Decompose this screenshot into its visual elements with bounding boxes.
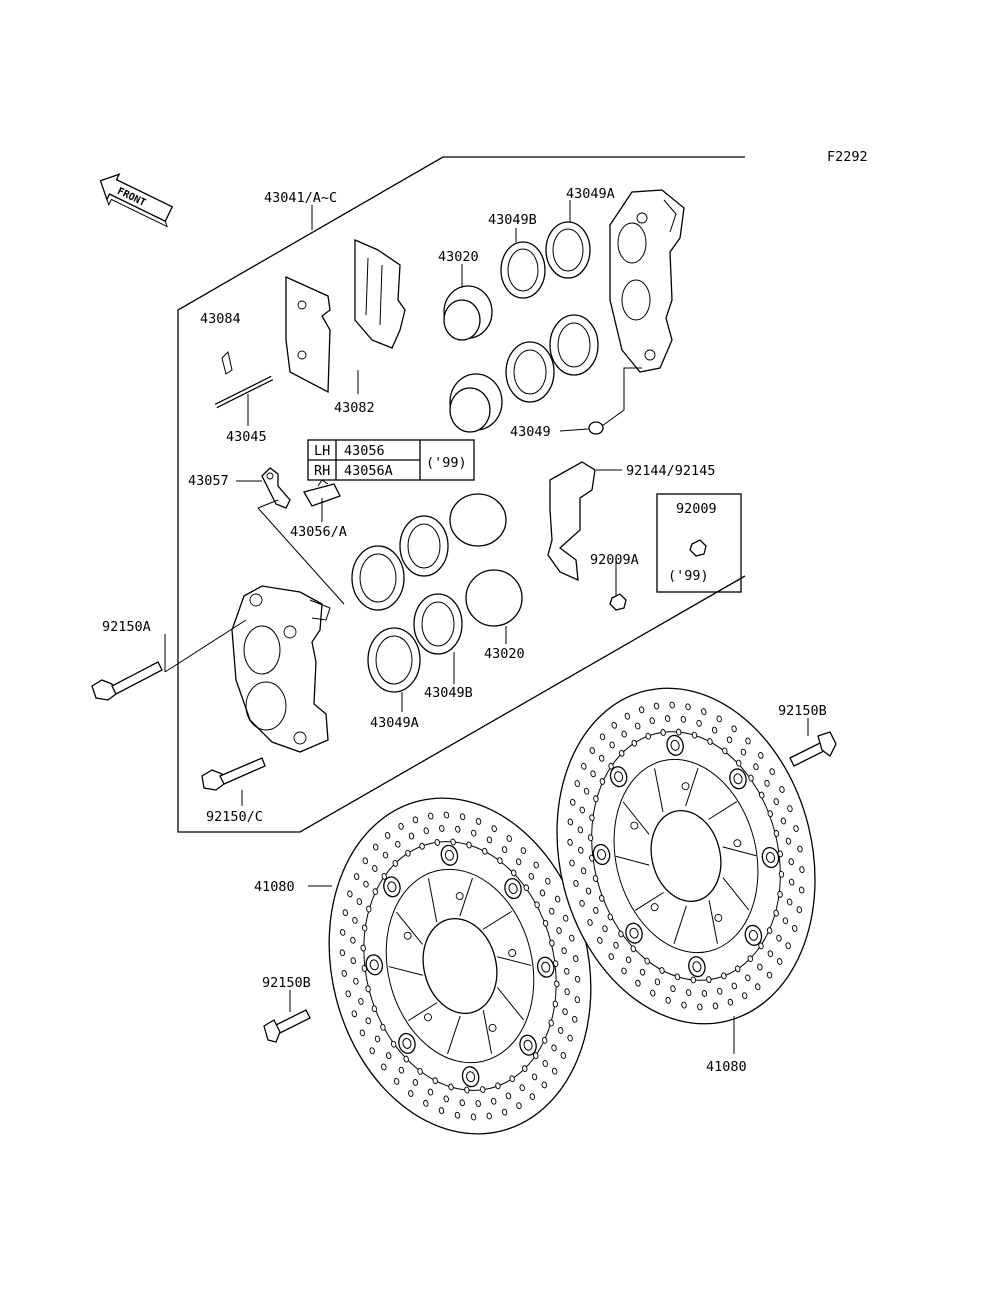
callout-43084: 43084 <box>200 311 241 327</box>
pad-spring-43084 <box>285 275 331 394</box>
pad-pin-43045 <box>214 375 274 409</box>
pad-pin-clip <box>221 351 233 375</box>
bracket-92144 <box>547 461 596 582</box>
callout-43049B-bottom: 43049B <box>424 685 473 701</box>
callout-92150B-right: 92150B <box>778 703 827 719</box>
variant-note: ('99) <box>426 455 467 471</box>
seal-upper-43049A-2 <box>549 314 599 376</box>
bolt-92150B-right <box>789 731 837 767</box>
callout-43049B-top: 43049B <box>488 212 537 228</box>
figure-code: F2292 <box>827 149 868 165</box>
piston-lower-2 <box>465 569 523 627</box>
callout-43049A-bottom: 43049A <box>370 715 419 731</box>
caliper-half-upper <box>609 189 685 373</box>
brake-pad-43082 <box>354 239 406 349</box>
brake-disc-41080-right <box>556 687 816 1025</box>
caliper-assembly-frame <box>177 156 746 833</box>
callout-92144-92145: 92144/92145 <box>626 463 715 479</box>
callout-43049A-top: 43049A <box>566 186 615 202</box>
seal-upper-43049B-1 <box>500 241 546 299</box>
box-92009-note: ('99) <box>668 568 709 584</box>
front-direction-arrow-icon: FRONT <box>99 173 174 228</box>
box-92009-part: 92009 <box>676 501 717 517</box>
seal-upper-43049A-1 <box>545 221 591 279</box>
callout-43020-top: 43020 <box>438 249 479 265</box>
piston-upper-1 <box>443 285 493 341</box>
callout-43041: 43041/A~C <box>264 190 337 206</box>
callout-43045: 43045 <box>226 429 267 445</box>
caliper-half-lower <box>231 585 331 753</box>
bolt-92150C <box>201 757 266 791</box>
seal-lower-43049B-1 <box>399 515 449 577</box>
seal-lower-43049A-2 <box>367 627 421 693</box>
piston-upper-2 <box>449 373 503 433</box>
callout-43056A: 43056/A <box>290 524 347 540</box>
bleed-washer-43049 <box>588 421 604 435</box>
callout-92150B-left: 92150B <box>262 975 311 991</box>
box-92009: 92009 ('99) <box>656 493 742 593</box>
callout-92009A: 92009A <box>590 552 639 568</box>
bleed-valve-43057 <box>261 467 291 509</box>
variant-lh-part: 43056 <box>344 443 385 459</box>
variant-rh-part: 43056A <box>344 463 393 479</box>
piston-lower-1 <box>449 493 507 547</box>
bolt-92150B-left <box>263 1009 311 1043</box>
seal-upper-43049B-2 <box>505 341 555 403</box>
variant-lh-side: LH <box>314 443 330 459</box>
callout-43049: 43049 <box>510 424 551 440</box>
seal-lower-43049A-1 <box>351 545 405 611</box>
variant-table: LH 43056 RH 43056A ('99) <box>307 439 475 481</box>
variant-rh-side: RH <box>314 463 330 479</box>
pad-retainer-43056 <box>303 479 341 507</box>
callout-41080-left: 41080 <box>254 879 295 895</box>
callout-92150C: 92150/C <box>206 809 263 825</box>
callout-43057: 43057 <box>188 473 229 489</box>
callout-92150A: 92150A <box>102 619 151 635</box>
callout-41080-right: 41080 <box>706 1059 747 1075</box>
bolt-92009A <box>609 593 627 611</box>
callout-43082: 43082 <box>334 400 375 416</box>
brake-disc-41080-left <box>328 797 592 1135</box>
bolt-92150A <box>91 661 163 701</box>
callout-43020-bottom: 43020 <box>484 646 525 662</box>
leader-lines <box>164 200 809 1054</box>
seal-lower-43049B-2 <box>413 593 463 655</box>
